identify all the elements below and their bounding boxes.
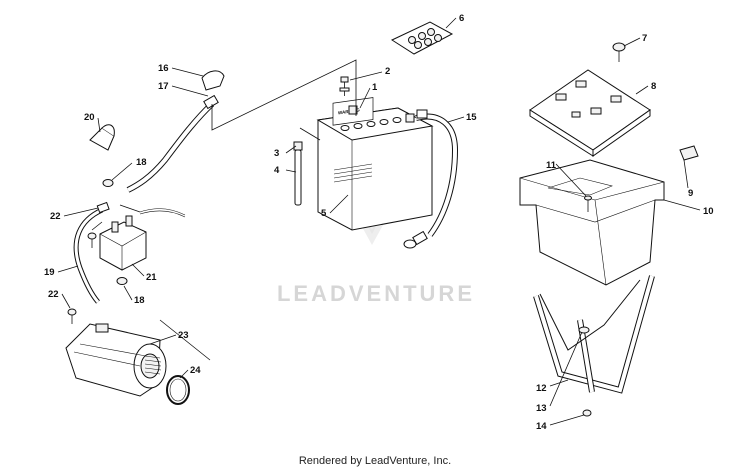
callout-4: 4 (274, 165, 280, 176)
main-cable (126, 94, 219, 193)
mount-bolt (584, 195, 592, 212)
starter-cable (73, 201, 110, 304)
callout-5: 5 (321, 208, 327, 219)
callout-18b: 18 (134, 295, 145, 306)
battery-cable (403, 109, 459, 249)
callout-22a: 22 (50, 211, 61, 222)
terminal-bolt (339, 76, 350, 96)
nut (582, 409, 592, 417)
terminal-boot (201, 70, 225, 91)
callout-21: 21 (146, 272, 157, 283)
battery-terminal-positive (405, 113, 415, 123)
callout-8: 8 (651, 81, 656, 92)
callout-2: 2 (385, 66, 390, 77)
bolt-upper (87, 232, 97, 248)
callout-20: 20 (84, 112, 95, 123)
callout-18a: 18 (136, 157, 147, 168)
leader-lines (91, 59, 357, 361)
callout-10: 10 (703, 206, 714, 217)
callout-22b: 22 (48, 289, 59, 300)
callout-13: 13 (536, 403, 547, 414)
callout-17: 17 (158, 81, 169, 92)
callout-7: 7 (642, 33, 647, 44)
callout-14: 14 (536, 421, 547, 432)
bolt-lower (67, 308, 77, 324)
starter-solenoid (99, 208, 186, 271)
hold-down-bolt (612, 42, 626, 62)
callout-leaders (57, 17, 701, 426)
callout-6: 6 (459, 13, 464, 24)
vent-tube (293, 141, 303, 206)
callout-24: 24 (190, 365, 201, 376)
watermark-text: LEADVENTURE (277, 281, 475, 306)
terminal-cover (89, 124, 115, 151)
battery-terminal-negative (348, 105, 358, 115)
clip (679, 145, 699, 161)
nut-upper (102, 179, 114, 187)
callout-numbers: 1 2 3 4 5 6 7 8 9 10 11 12 13 14 15 16 1… (44, 13, 714, 432)
callout-12: 12 (536, 383, 547, 394)
callout-23: 23 (178, 330, 189, 341)
strap-bracket (533, 275, 655, 394)
starter-motor (65, 323, 167, 397)
callout-9: 9 (688, 188, 693, 199)
callout-15: 15 (466, 112, 477, 123)
footer-credit: Rendered by LeadVenture, Inc. (299, 455, 451, 467)
callout-16: 16 (158, 63, 169, 74)
hardware-kit (390, 21, 454, 55)
battery: WARNING (316, 97, 434, 231)
callout-19: 19 (44, 267, 55, 278)
callout-11: 11 (546, 160, 557, 171)
battery-box (519, 69, 665, 286)
callout-1: 1 (372, 82, 378, 93)
callout-3: 3 (274, 148, 279, 159)
nut-lower (116, 277, 128, 285)
o-ring (166, 375, 190, 405)
washer (578, 326, 590, 334)
